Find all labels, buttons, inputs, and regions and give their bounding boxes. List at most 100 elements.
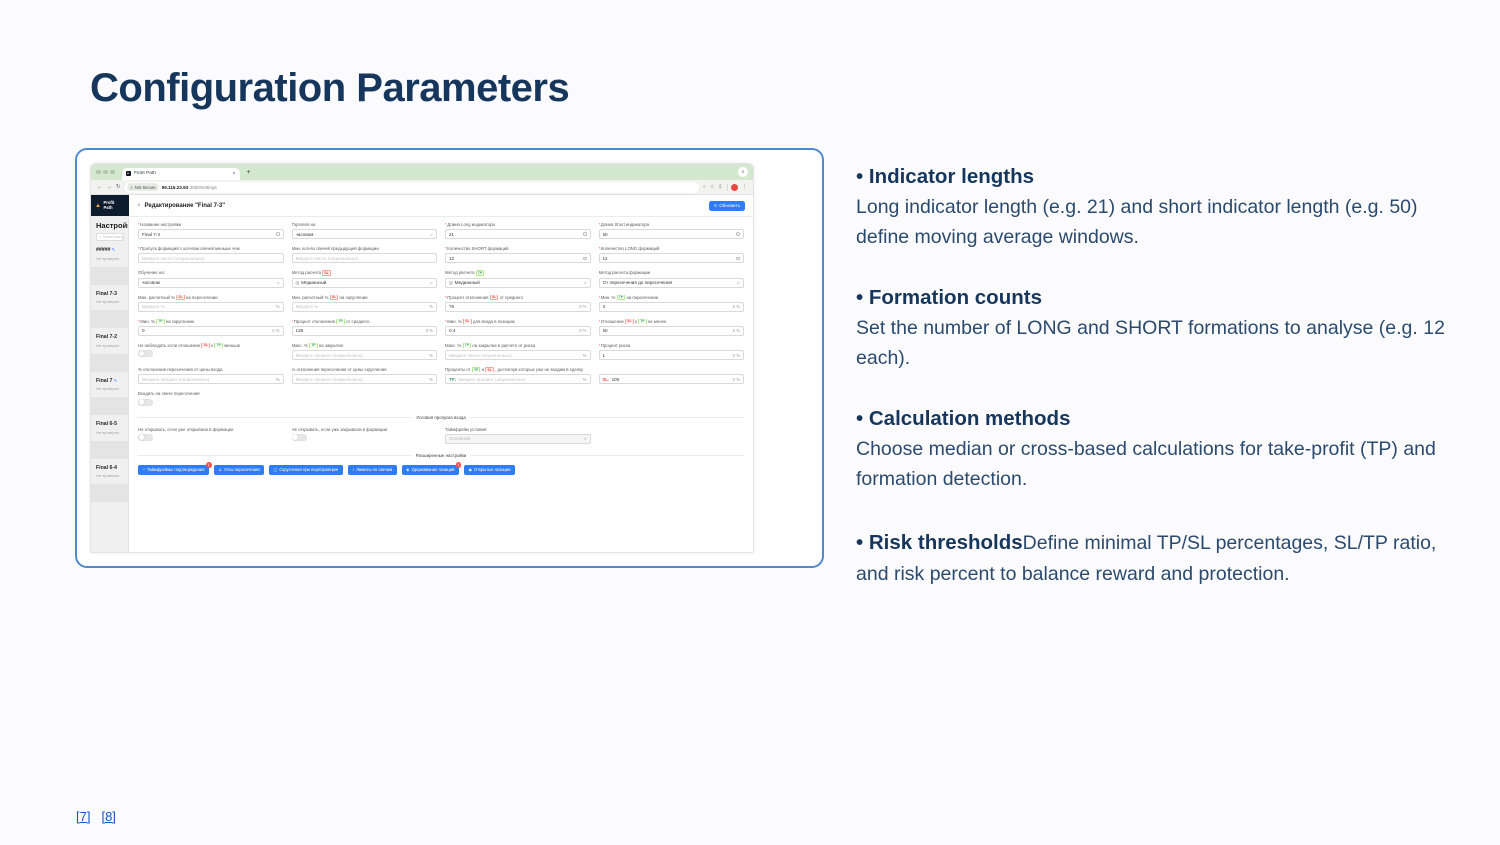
profile-avatar[interactable]	[731, 183, 738, 191]
field-suffix: 0 %	[732, 352, 740, 358]
field-value: 50	[602, 328, 608, 334]
bookmark-star-icon[interactable]: ☆	[709, 184, 715, 190]
input-field[interactable]: Final 7-3	[138, 229, 284, 240]
field-label: % отклонения пересечения от цены входа	[138, 367, 223, 373]
advanced-button[interactable]: ↕Лимиты по свечам	[347, 464, 397, 476]
field-suffix: 0 %	[272, 328, 280, 334]
select-field[interactable]: часовом∨	[138, 277, 284, 288]
sidebar-item[interactable]: ##### ✎Не проверен	[96, 241, 128, 261]
toggle-switch[interactable]	[138, 433, 153, 441]
select-field[interactable]: часовом∨	[291, 229, 437, 240]
window-close-icon[interactable]	[96, 169, 101, 175]
back-icon[interactable]: ←	[97, 184, 103, 190]
browser-tab-strip: Profit Path × + ∨	[91, 164, 753, 180]
field-label: Не наблюдать если отношение SL к TP мень…	[138, 342, 241, 349]
window-controls	[96, 169, 115, 175]
field-suffix: %	[275, 376, 280, 382]
input-field[interactable]: Введите число (опционально)%	[445, 350, 591, 361]
not-secure-chip[interactable]: ⚠ Not Secure	[126, 182, 159, 192]
input-field[interactable]: TP:Введите процент (опционально)%	[445, 374, 591, 385]
address-bar[interactable]: ⚠ Not Secure 89.116.23.93:3000/settings	[124, 181, 699, 193]
sidebar-item[interactable]: Final 7 ✎Не проверен	[96, 372, 128, 392]
select-field[interactable]: ▥Медианный∨	[291, 277, 437, 288]
rounding-icon: ▢	[273, 467, 278, 473]
field-label: Не открывать, если уже открывали в форма…	[138, 426, 234, 432]
input-field[interactable]: 12	[445, 253, 591, 264]
window-maximize-icon[interactable]	[110, 169, 115, 175]
favicon	[125, 171, 131, 177]
toggle-switch[interactable]	[138, 398, 153, 406]
input-field[interactable]: Введите процент (опционально)%	[291, 374, 437, 385]
toggle-switch[interactable]	[138, 350, 153, 358]
field-placeholder: Введите процент (опционально)	[142, 376, 210, 382]
edit-icon[interactable]: ✎	[110, 247, 116, 252]
input-field[interactable]: 50	[598, 229, 744, 240]
select-field[interactable]: От пересечения до пересечения∨	[598, 277, 744, 288]
input-field[interactable]: 12	[598, 253, 744, 264]
tab-title: Profit Path	[133, 171, 156, 177]
tab-search-icon[interactable]: ∨	[738, 167, 748, 177]
required-mark: *	[445, 318, 447, 324]
tp-badge: TP	[156, 318, 165, 324]
required-mark: *	[445, 294, 447, 300]
tab-close-icon[interactable]: ×	[232, 170, 236, 177]
browser-tab[interactable]: Profit Path ×	[121, 167, 240, 180]
forward-icon[interactable]: →	[106, 184, 113, 190]
input-field[interactable]: Введите %%	[138, 301, 284, 312]
sidebar-item-name: Final 7 ✎	[96, 377, 118, 384]
update-button[interactable]: ↻ Обновить	[708, 200, 745, 211]
required-mark: *	[598, 318, 601, 324]
input-field[interactable]: Введите процент (опционально)%	[291, 350, 437, 361]
new-tab-button[interactable]: +	[246, 168, 251, 176]
search-icon[interactable]: ○	[702, 184, 706, 190]
toggle-switch[interactable]	[291, 433, 307, 441]
downloads-icon[interactable]: ⇩	[718, 184, 723, 190]
select-field[interactable]: Основной∨	[445, 433, 591, 444]
edit-icon[interactable]: ✎	[112, 377, 118, 383]
menu-dots-icon[interactable]: ⋮	[742, 184, 747, 190]
field-placeholder: Введите процент (опционально)	[458, 376, 526, 382]
chevron-down-icon: ∨	[736, 281, 741, 286]
advanced-button[interactable]: ◉Открытые позиции	[463, 464, 516, 476]
advanced-button[interactable]: ▢Скругления при перепроверке	[269, 464, 343, 476]
input-field[interactable]: Введите процент (опционально)%	[138, 374, 284, 385]
tp-badge: TP	[616, 294, 626, 300]
field-label: *Количество LONG формаций	[598, 246, 660, 252]
input-field[interactable]: 21	[445, 229, 591, 240]
footnote-link[interactable]: [8]	[101, 809, 116, 824]
input-field[interactable]: Введите число (опционально)	[138, 253, 284, 264]
search-placeholder: Поиск настройки	[102, 235, 123, 239]
close-icon[interactable]: ×	[137, 202, 141, 209]
select-field[interactable]: ▥Медианный∨	[445, 277, 591, 288]
field-label: Макс. % TP на закрытие в расчете от риск…	[445, 342, 536, 349]
advanced-button[interactable]: ∠Углы пересечения	[214, 464, 265, 476]
input-field[interactable]: Введите %%	[291, 301, 437, 312]
footnote-link[interactable]: [7]	[76, 809, 91, 824]
browser-window: Profit Path × + ∨ ← → ↻ ⚠ Not Secure 89.…	[90, 163, 754, 553]
sidebar-search-input[interactable]: ○ Поиск настройки	[96, 233, 124, 241]
window-minimize-icon[interactable]	[103, 169, 108, 175]
field-suffix: %	[582, 352, 587, 358]
field-label: *Длина Long индикатора	[445, 222, 495, 228]
reload-icon[interactable]: ↻	[116, 184, 121, 190]
input-field[interactable]: Введите число (опционально)	[291, 253, 437, 264]
